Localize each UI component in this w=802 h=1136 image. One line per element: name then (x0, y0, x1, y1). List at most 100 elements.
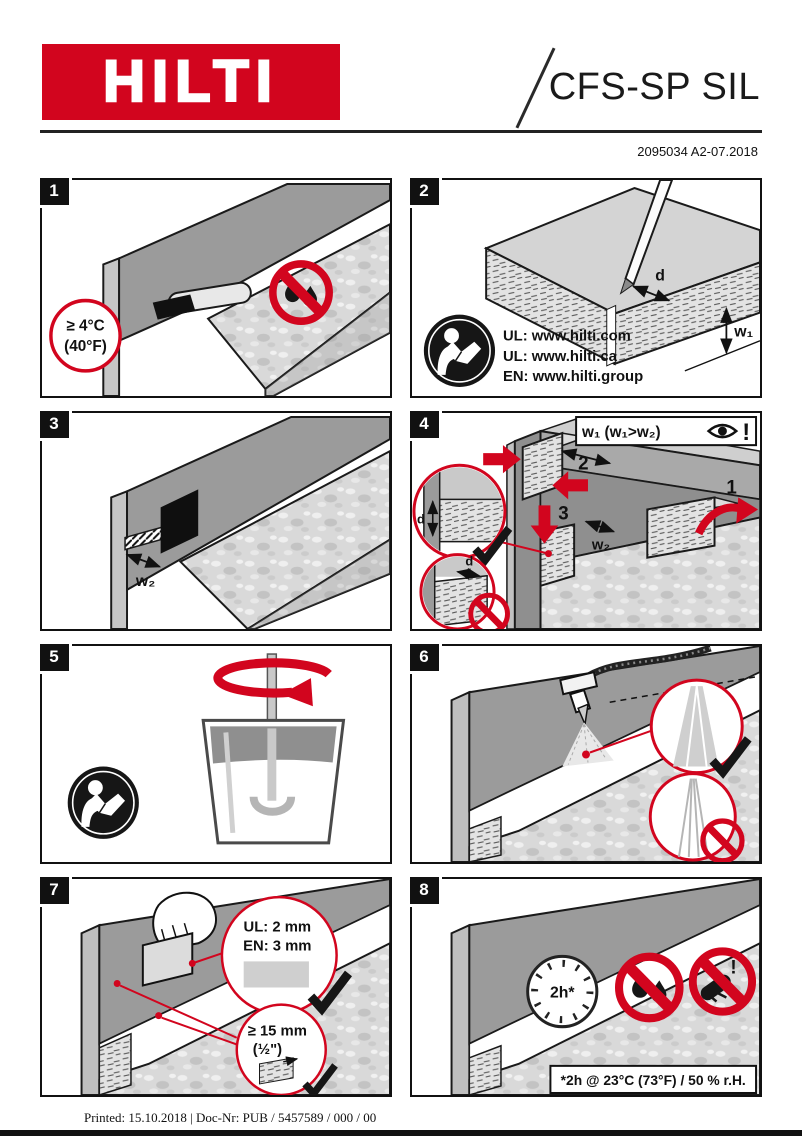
step-number-badge: 5 (39, 643, 72, 674)
illustration-spray-application (450, 646, 760, 862)
wall-edge (80, 923, 101, 1095)
wall-edge (450, 690, 471, 862)
attention-mark: ! (742, 419, 750, 446)
overlap-mm-label: ≥ 15 mm (248, 1023, 307, 1040)
product-title: CFS-SP SIL (548, 66, 760, 108)
board1-front (646, 496, 716, 559)
mixer-paddle (249, 795, 296, 816)
panel-step-1: 1 ≥ 4°C (40°F) (39, 177, 392, 398)
detail-leader-line (589, 729, 653, 754)
wide-spray-cone (673, 686, 719, 767)
panel-step-7: 7 UL: 2 mm EN: 3 mm (39, 876, 392, 1097)
leader-line-a (194, 952, 223, 964)
eye-icon (706, 423, 739, 439)
callout-layer-thickness: UL: 2 mm EN: 3 mm (220, 895, 349, 1015)
joint-board-end (468, 815, 502, 862)
step-number-badge: 8 (409, 876, 442, 907)
read-manual-icon (423, 313, 496, 388)
rotation-arrow-head (281, 678, 313, 707)
push-arrow-step2 (552, 471, 588, 500)
overlap-sketch (259, 1057, 294, 1085)
step1-label: 1 (726, 477, 736, 498)
w2-label: w₂ (591, 537, 610, 554)
overlap-in-label: (½") (253, 1041, 282, 1058)
hilti-logo: HILTI (42, 44, 340, 120)
detail-wrong-spray (648, 772, 742, 861)
clock-icon: 2h* (526, 954, 599, 1029)
cure-time-label: 2h* (550, 984, 575, 1001)
hand (152, 891, 217, 951)
depth-label: d (655, 267, 665, 284)
panel-step-3: 3 w₂ (39, 410, 392, 631)
panel-step-8: 8 2h* ! (409, 876, 762, 1097)
leader-line-b (119, 984, 238, 1039)
spray-cone (562, 722, 614, 767)
w2-dimension-arrow (584, 520, 616, 533)
leader-dot-a (188, 959, 196, 967)
illustration-backer-insert: w₂ (110, 416, 390, 629)
link-ul-com: UL: www.hilti.com (503, 328, 631, 345)
bucket-stick (223, 732, 236, 834)
board3-end (539, 523, 576, 588)
spray-point-dot (582, 750, 590, 759)
step-grid: 1 ≥ 4°C (40°F) 2 (39, 177, 762, 1097)
no-touch-icon: ! (693, 951, 752, 1011)
width-label: w₁ (733, 324, 753, 341)
step-number-badge: 3 (39, 410, 72, 441)
panel-step-5: 5 (39, 643, 392, 864)
slab-front (245, 538, 390, 629)
joint-board-end (468, 1044, 502, 1095)
step-number-badge: 2 (409, 177, 442, 208)
step-number-badge: 1 (39, 177, 72, 208)
cure-note-label: *2h @ 23°C (73°F) / 50 % r.H. (561, 1072, 746, 1088)
rotate-arrow-head (736, 497, 759, 524)
narrow-spray-lines (677, 778, 709, 858)
step2-label: 2 (578, 453, 588, 474)
panel-step-4: 4 w₁ (w₁>w₂) (409, 410, 762, 631)
mixer-rod-lower (267, 728, 277, 801)
spray-hose-braid (587, 646, 711, 678)
detail-correct-depth: d (412, 463, 509, 560)
joint-width-arrow (125, 553, 162, 568)
detail-wrong-depth: d (419, 553, 508, 629)
detail-leader-dot (544, 550, 552, 558)
hilti-logo-text: HILTI (102, 49, 279, 114)
wall-edge (506, 439, 516, 629)
temperature-badge (49, 298, 122, 373)
leader-dot-c (155, 1012, 163, 1020)
width-rule-label: w₁ (w₁>w₂) (581, 424, 661, 441)
illustration-mixing (66, 653, 346, 845)
temperature-f-label: (40°F) (64, 338, 107, 355)
slab-top (178, 450, 390, 629)
wall-face (126, 416, 390, 592)
push-arrow-left (483, 445, 521, 474)
leader-dot-b (113, 979, 121, 987)
read-manual-icon (66, 765, 140, 840)
w1-dimension-arrow (560, 448, 612, 466)
illustration-curing: 2h* ! *2h @ 23°C (73°F) / 50 % r.H. (450, 879, 760, 1095)
joint-board-end (98, 1032, 132, 1095)
sealant-layer-sample (243, 961, 309, 988)
step3-label: 3 (558, 503, 568, 524)
panel-step-6: 6 (409, 643, 762, 864)
rotation-arrow (213, 658, 332, 698)
detail-correct-spray (649, 678, 748, 772)
depth-dimension-arrow (632, 285, 671, 302)
joint-width-label: w₂ (135, 573, 155, 590)
slab-front-shade (265, 292, 390, 396)
trowel-blade (141, 931, 194, 987)
wall-edge (110, 489, 129, 629)
link-ul-ca: UL: www.hilti.ca (503, 348, 618, 365)
callout-overlap: ≥ 15 mm (½") (235, 1003, 335, 1095)
illustration-install-boards: w₁ (w₁>w₂) ! w₂ 2 3 1 (412, 416, 760, 629)
step-number-badge: 7 (39, 876, 72, 907)
illustration-cut-board: d w₁ UL: www.hilti.com UL: www.hilti.ca … (423, 180, 760, 388)
print-info: Printed: 15.10.2018 | Doc-Nr: PUB / 5457… (84, 1110, 377, 1125)
thickness-ul-label: UL: 2 mm (244, 918, 312, 935)
backer-block (160, 489, 199, 554)
depth-ok-label: d (417, 511, 425, 526)
no-touch-warn: ! (730, 957, 736, 978)
depth-bad-label: d (465, 554, 473, 569)
thickness-en-label: EN: 3 mm (243, 937, 311, 954)
header-divider (40, 130, 762, 133)
